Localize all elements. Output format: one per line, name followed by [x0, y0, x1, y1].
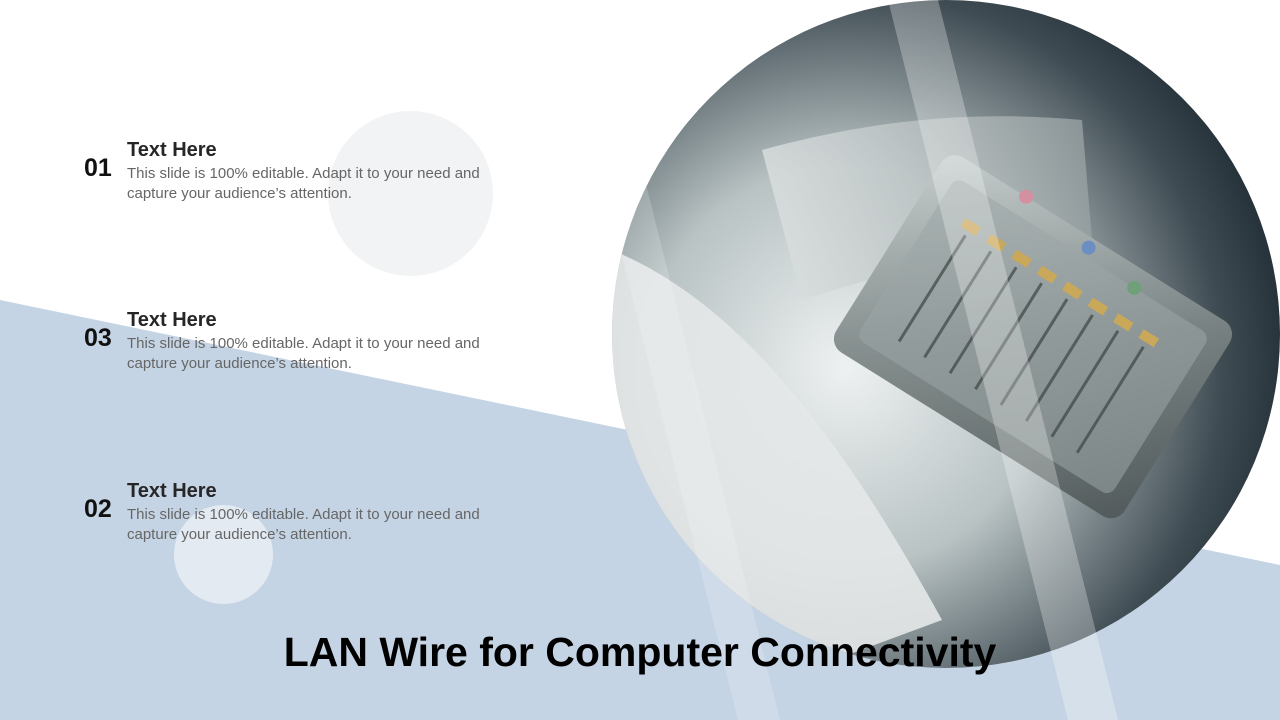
item-number: 03 — [84, 324, 112, 352]
item-heading: Text Here — [127, 480, 217, 502]
item-heading: Text Here — [127, 309, 217, 331]
lan-cable-photo — [612, 0, 1280, 668]
item-number: 02 — [84, 495, 112, 523]
item-number: 01 — [84, 154, 112, 182]
slide-title: LAN Wire for Computer Connectivity — [283, 629, 997, 675]
decorative-circle-light — [328, 111, 493, 276]
decorative-circle-blue — [174, 505, 273, 604]
item-description: This slide is 100% editable. Adapt it to… — [127, 335, 480, 372]
item-heading: Text Here — [127, 139, 217, 161]
item-description: This slide is 100% editable. Adapt it to… — [127, 506, 480, 543]
item-description: This slide is 100% editable. Adapt it to… — [127, 165, 480, 202]
